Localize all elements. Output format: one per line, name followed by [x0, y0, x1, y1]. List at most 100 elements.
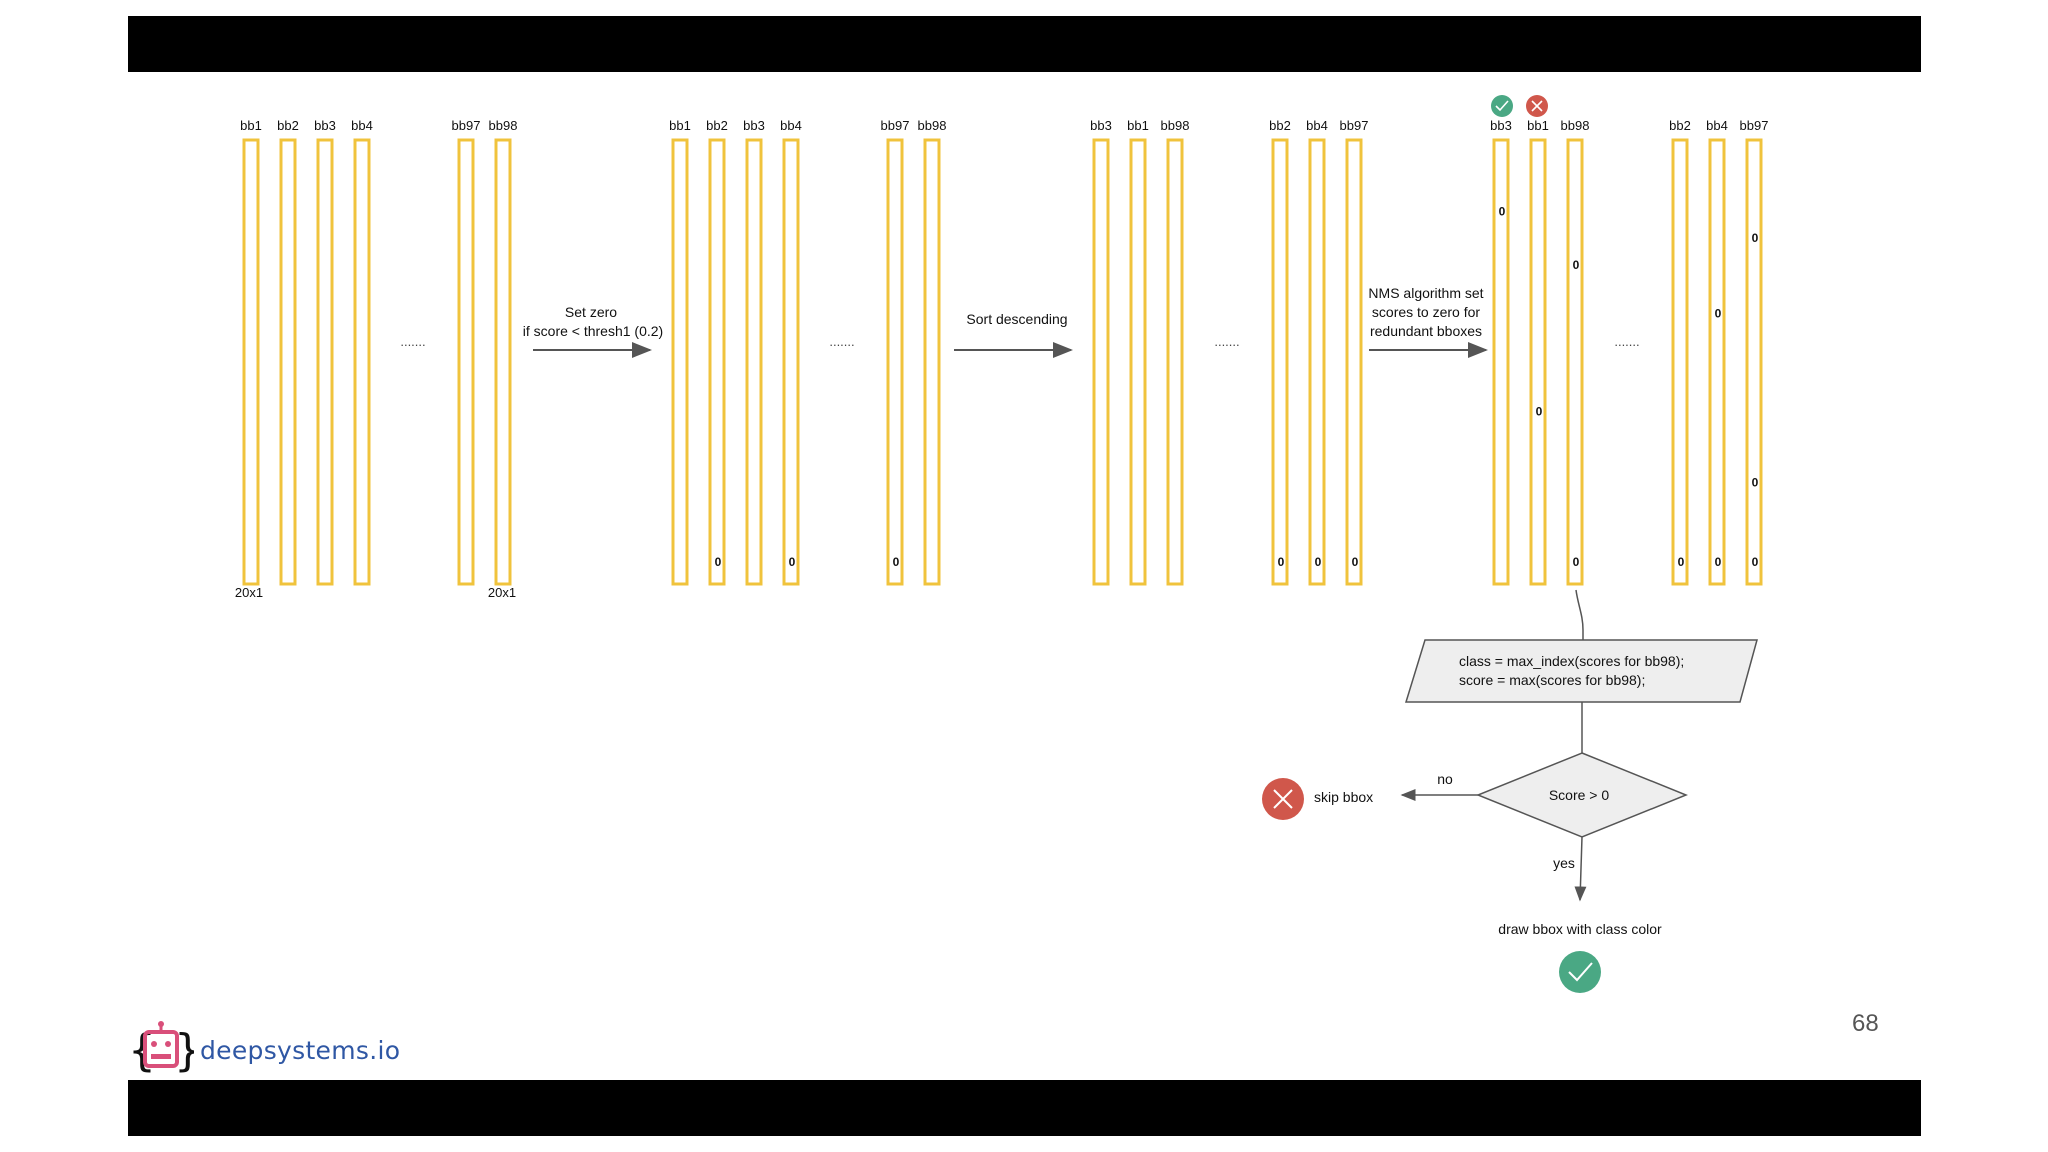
bbox-label: bb98: [1161, 118, 1190, 133]
score-column: [457, 138, 475, 586]
bbox-label: bb3: [1090, 118, 1112, 133]
assignment-line1: class = max_index(scores for bb98);: [1459, 653, 1684, 669]
decision-label: Score > 0: [1549, 787, 1610, 803]
top-letterbox-bar: [128, 16, 1921, 72]
robot-logo-icon: { }: [128, 1021, 194, 1076]
bbox-label: bb98: [918, 118, 947, 133]
zero-score-label: 0: [715, 555, 722, 569]
arrow-label-line1: Set zero: [565, 304, 617, 320]
zero-score-label: 0: [1352, 555, 1359, 569]
zero-score-label: 0: [1678, 555, 1685, 569]
bbox-label: bb2: [277, 118, 299, 133]
assignment-line2: score = max(scores for bb98);: [1459, 672, 1645, 688]
connector-line: [1575, 589, 1584, 640]
arrow-label-line2: scores to zero for: [1372, 304, 1480, 320]
draw-label: draw bbox with class color: [1498, 921, 1662, 937]
bbox-label: bb97: [1340, 118, 1369, 133]
score-column: [1745, 138, 1763, 586]
bottom-letterbox-bar: [128, 1080, 1921, 1136]
ellipsis: .......: [829, 334, 854, 349]
score-column: [1708, 138, 1726, 586]
zero-score-label: 0: [1536, 404, 1543, 418]
bbox-label: bb1: [1527, 118, 1549, 133]
dimension-label: 20x1: [235, 585, 263, 600]
bbox-label: bb2: [1669, 118, 1691, 133]
score-column: [671, 138, 689, 586]
arrow-sort-descending: Sort descending: [954, 311, 1073, 358]
ellipsis: .......: [1614, 334, 1639, 349]
cross-icon: [1526, 95, 1548, 117]
arrow-label-line3: redundant bboxes: [1370, 323, 1482, 339]
score-column: [316, 138, 334, 586]
ellipsis: .......: [1214, 334, 1239, 349]
score-column: [1271, 138, 1289, 586]
zero-score-label: 0: [1715, 555, 1722, 569]
zero-score-label: 0: [1752, 231, 1759, 245]
zero-score-label: 0: [789, 555, 796, 569]
cross-icon: [1262, 778, 1304, 820]
yes-label: yes: [1553, 855, 1575, 871]
score-column: [1092, 138, 1110, 586]
brand-logo: { } deepsystems.io: [128, 1020, 400, 1080]
yes-arrow: [1574, 836, 1587, 902]
bbox-label: bb98: [489, 118, 518, 133]
score-column: [745, 138, 763, 586]
zero-score-label: 0: [1278, 555, 1285, 569]
score-column: [494, 138, 512, 586]
zero-score-label: 0: [1752, 555, 1759, 569]
bbox-label: bb4: [1706, 118, 1728, 133]
brand-name: deepsystems.io: [200, 1035, 401, 1065]
score-column: [353, 138, 371, 586]
skip-label: skip bbox: [1314, 789, 1373, 805]
bbox-label: bb1: [669, 118, 691, 133]
bbox-label: bb3: [743, 118, 765, 133]
zero-score-label: 0: [1315, 555, 1322, 569]
zero-score-label: 0: [1715, 307, 1722, 321]
bbox-label: bb1: [1127, 118, 1149, 133]
score-column: [1166, 138, 1184, 586]
score-column: [708, 138, 726, 586]
arrow-set-zero: Set zero if score < thresh1 (0.2): [523, 304, 663, 358]
arrow-label-line2: if score < thresh1 (0.2): [523, 323, 663, 339]
bbox-label: bb97: [1740, 118, 1769, 133]
bbox-label: bb3: [314, 118, 336, 133]
bbox-label: bb97: [452, 118, 481, 133]
bbox-label: bb98: [1561, 118, 1590, 133]
flowchart: class = max_index(scores for bb98); scor…: [1262, 589, 1758, 993]
bbox-label: bb97: [881, 118, 910, 133]
dimension-label: 20x1: [488, 585, 516, 600]
no-label: no: [1437, 771, 1453, 787]
score-column: [279, 138, 297, 586]
arrow-nms: NMS algorithm set scores to zero for red…: [1368, 285, 1488, 358]
check-icon: [1491, 95, 1513, 117]
arrow-label-line1: Sort descending: [966, 311, 1067, 327]
zero-score-label: 0: [1752, 475, 1759, 489]
score-column: [1671, 138, 1689, 586]
bbox-label: bb2: [1269, 118, 1291, 133]
check-icon: [1559, 951, 1601, 993]
score-column: [1308, 138, 1326, 586]
bbox-label: bb2: [706, 118, 728, 133]
zero-score-label: 0: [1573, 555, 1580, 569]
zero-score-label: 0: [1499, 204, 1506, 218]
score-column: [1129, 138, 1147, 586]
ellipsis: .......: [400, 334, 425, 349]
score-column: [1566, 138, 1584, 586]
page-number: 68: [1852, 1010, 1879, 1037]
score-column: [782, 138, 800, 586]
assignment-box: [1404, 639, 1758, 703]
arrow-label-line1: NMS algorithm set: [1368, 285, 1483, 301]
bbox-label: bb4: [351, 118, 373, 133]
zero-score-label: 0: [893, 555, 900, 569]
bbox-label: bb3: [1490, 118, 1512, 133]
score-column: [923, 138, 941, 586]
bbox-label: bb1: [240, 118, 262, 133]
score-column: [886, 138, 904, 586]
score-column: [242, 138, 260, 586]
zero-score-label: 0: [1573, 258, 1580, 272]
score-column: [1492, 138, 1510, 586]
score-column: [1345, 138, 1363, 586]
bbox-label: bb4: [1306, 118, 1328, 133]
score-column: [1529, 138, 1547, 586]
